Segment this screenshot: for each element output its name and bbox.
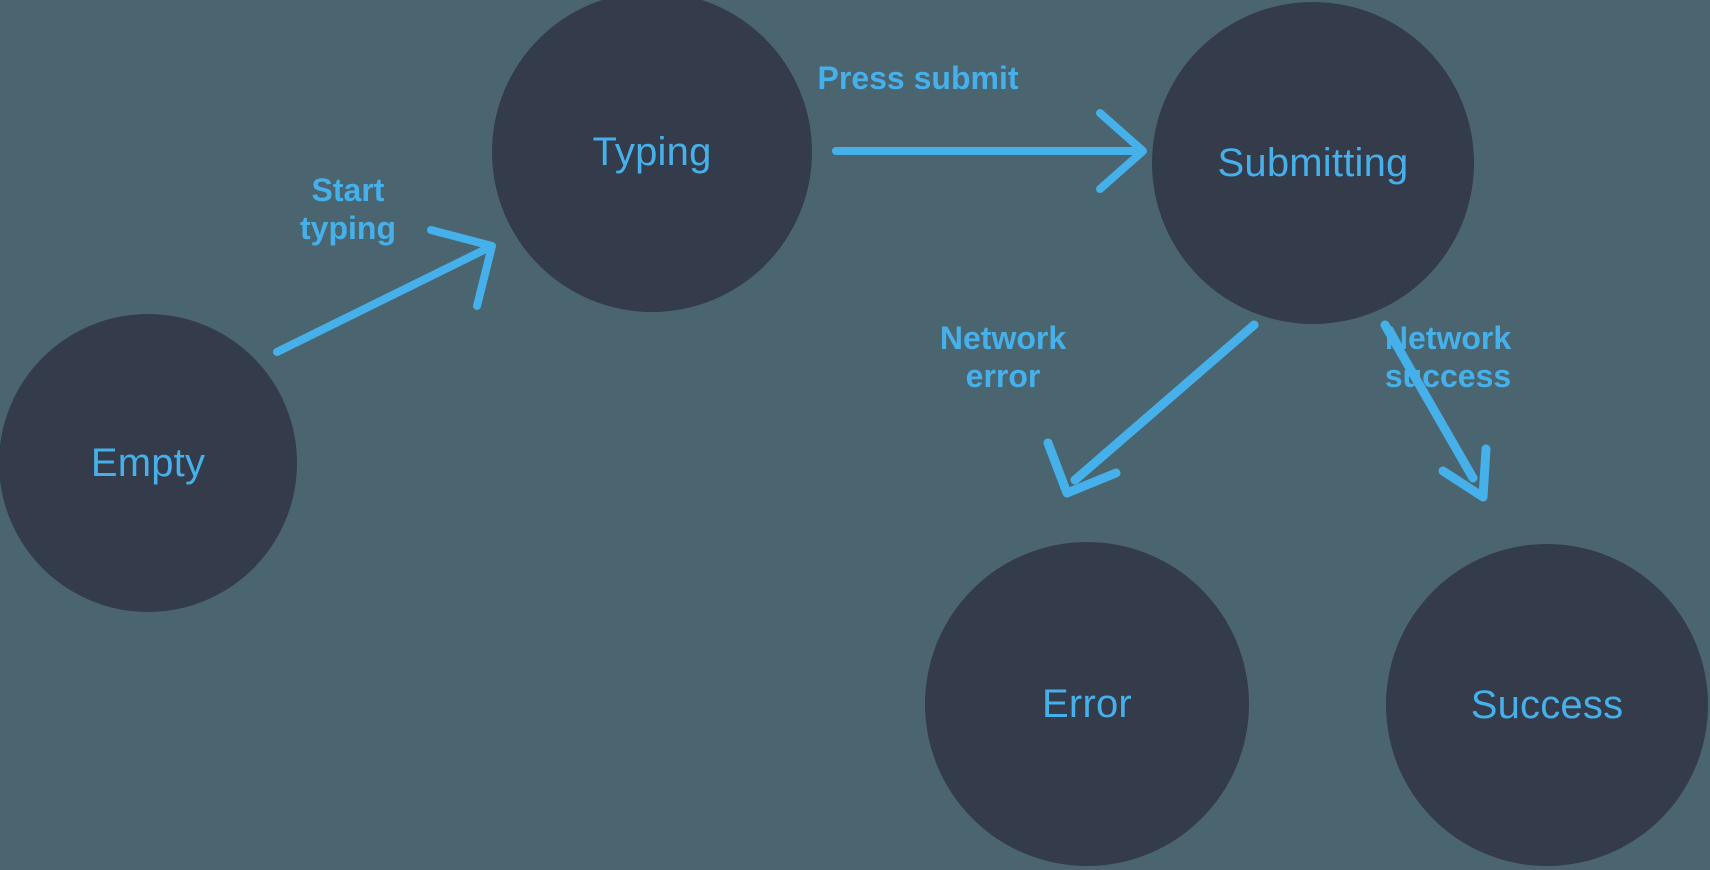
transition-label-network-success: Network success xyxy=(1384,320,1512,394)
state-label-typing: Typing xyxy=(592,130,712,174)
state-label-error: Error xyxy=(1042,682,1132,726)
arrow-press-submit xyxy=(832,109,1147,193)
state-node-typing[interactable]: Typing xyxy=(492,0,812,312)
state-node-error[interactable]: Error xyxy=(925,542,1249,866)
state-label-success: Success xyxy=(1470,683,1624,727)
state-node-submitting[interactable]: Submitting xyxy=(1152,2,1474,324)
state-label-empty: Empty xyxy=(90,441,206,485)
transition-label-press-submit: Press submit xyxy=(817,60,1019,96)
state-node-empty[interactable]: Empty xyxy=(0,314,297,612)
transition-label-start-typing: Start typing xyxy=(300,172,396,246)
state-node-success[interactable]: Success xyxy=(1386,544,1708,866)
state-label-submitting: Submitting xyxy=(1217,141,1409,185)
arrow-start-typing xyxy=(273,226,496,356)
transition-label-network-error: Network error xyxy=(939,320,1067,394)
